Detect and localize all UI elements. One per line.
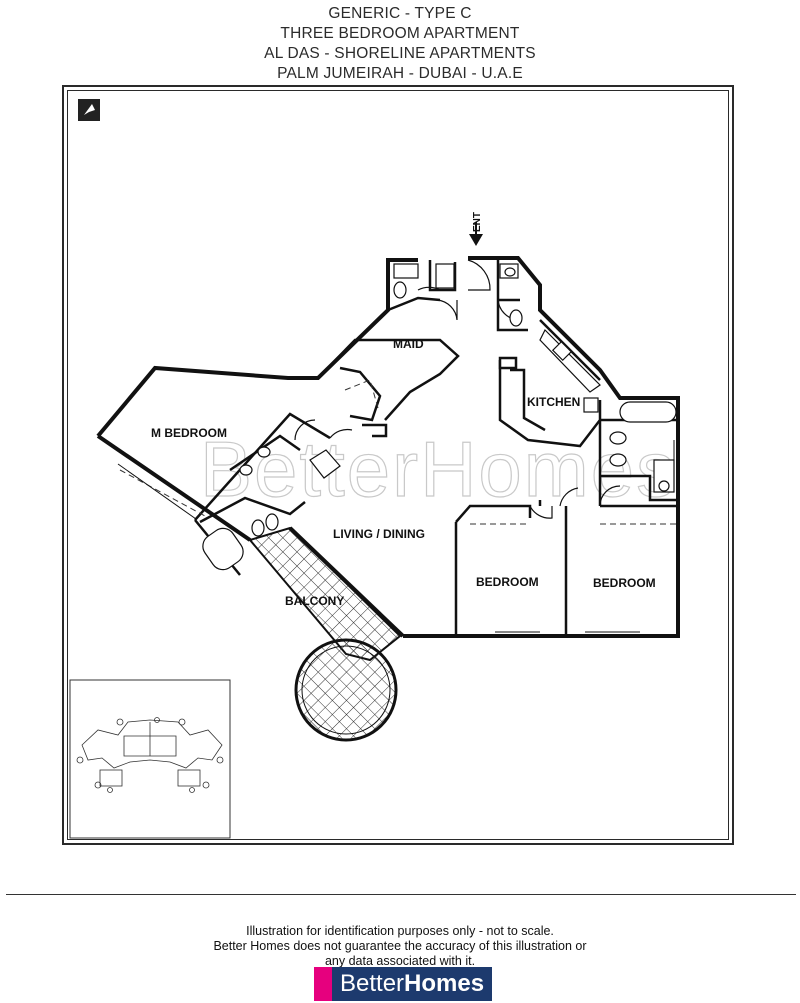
plan-frame-outer [62,85,734,845]
header-location: PALM JUMEIRAH - DUBAI - U.A.E [277,65,523,82]
header-project: AL DAS - SHORELINE APARTMENTS [264,45,536,62]
better-homes-logo: BetterHomes [314,967,493,1001]
room-label-master-bedroom: M BEDROOM [151,426,227,440]
header-apartment: THREE BEDROOM APARTMENT [280,25,520,42]
north-arrow-icon [78,99,100,121]
room-label-balcony: BALCONY [285,594,344,608]
room-label-living-dining: LIVING / DINING [333,527,425,541]
room-label-bedroom-1: BEDROOM [476,575,539,589]
brand-part-1: Better [340,970,405,997]
plan-header: GENERIC - TYPE C THREE BEDROOM APARTMENT… [0,4,800,84]
watermark-text: BetterHomes [200,425,677,513]
brand-wordmark: BetterHomes [332,967,493,1001]
disclaimer-line-2: Better Homes does not guarantee the accu… [213,939,587,953]
windows [117,440,675,633]
brand-part-2: Homes [404,970,485,997]
plan-frame-inner [67,90,729,840]
entry-label: ENT [472,212,483,232]
room-label-kitchen: KITCHEN [527,395,580,409]
room-label-bedroom-2: BEDROOM [593,576,656,590]
fixtures [202,263,677,571]
footer-divider [6,894,796,895]
disclaimer-line-3: any data associated with it. [324,954,476,968]
disclaimer-line-1: Illustration for identification purposes… [246,924,554,938]
header-type: GENERIC - TYPE C [328,5,472,22]
brand-mark-icon [314,967,332,1001]
door-swings [294,259,621,519]
room-label-maid: MAID [393,337,424,351]
entry-arrow-icon [469,222,483,246]
disclaimer: Illustration for identification purposes… [0,924,800,969]
dashed-lines [119,379,678,525]
balcony-area [248,526,402,742]
key-plan-inset [69,679,231,839]
